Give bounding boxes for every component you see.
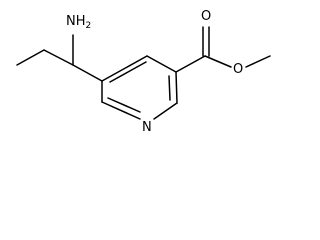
chemical-structure: NH2 O O N [16,9,271,135]
ring-bond-c2-n [153,102,178,120]
amine-label-text: NH [66,14,86,29]
ring-bond-n-c6-inner [107,97,141,113]
carbonyl-oxygen-label: O [201,9,211,24]
ring-nitrogen-label: N [142,120,152,135]
ring-bond-c3-c2 [175,71,178,104]
bond-oxygen-methyl [245,55,271,68]
ester-oxygen-label: O [233,62,243,77]
ring-bond-c4-c3 [146,55,177,73]
bond-ch-ring [72,64,103,82]
bond-ethyl-ch3-ch2 [16,49,45,66]
ring-bond-n-c6 [101,101,141,120]
bond-ethyl-ch2-ch [43,49,74,66]
ring-bond-c5-c4 [101,55,148,82]
bond-carbonyl-oxygen [204,55,232,68]
amine-subscript: 2 [86,21,92,31]
amine-label: NH2 [66,14,91,31]
ring-bond-c3-c2-inner [168,75,171,101]
ring-bond-c5-c4-inner [109,61,147,83]
bond-ring-carbonyl [175,55,206,73]
